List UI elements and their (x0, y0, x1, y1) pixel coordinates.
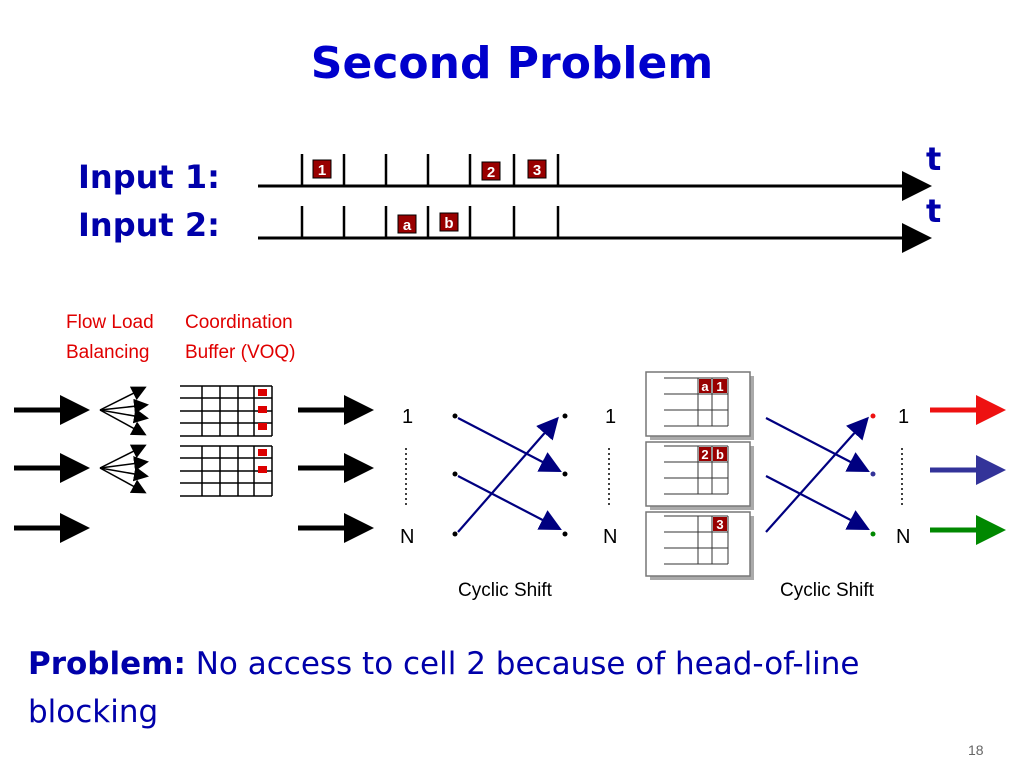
middle-buffer: 2 b (645, 441, 754, 510)
cell-label: 1 (318, 162, 326, 179)
port-label-first: 1 (402, 406, 414, 428)
coord-line-1: Coordination (185, 312, 293, 333)
cell-label: 1 (716, 379, 723, 394)
cell-label: a (701, 379, 709, 394)
problem-statement: Problem: No access to cell 2 because of … (28, 640, 988, 736)
input-1-label: Input 1: (78, 158, 220, 196)
middle-buffer: a 1 (645, 371, 754, 440)
cell-label: 3 (716, 517, 723, 532)
load-balancer-fan (99, 444, 149, 494)
cyclic-shift-mesh-1 (457, 416, 562, 533)
middle-buffer: 3 (645, 511, 754, 580)
input-1-cell: 2 (481, 161, 501, 181)
cell-label: b (716, 447, 724, 462)
port-label-first: 1 (605, 406, 617, 428)
cell-label: b (444, 215, 453, 232)
load-balancer-fan (99, 386, 149, 436)
page-title: Second Problem (310, 38, 714, 89)
cyclic-shift-label-1: Cyclic Shift (458, 580, 552, 601)
input-2-slot-ticks (300, 206, 560, 238)
port-dots (452, 413, 568, 537)
cell-label: 2 (701, 447, 708, 462)
port-label-first: 1 (898, 406, 910, 428)
coord-line-2: Buffer (VOQ) (185, 342, 296, 363)
cyclic-shift-mesh-2 (765, 416, 870, 533)
coordination-buffer-label: Coordination Buffer (VOQ) (185, 308, 296, 368)
cell-label: a (403, 217, 412, 234)
problem-lead: Problem: (28, 646, 186, 682)
time-label-1: t (926, 140, 942, 178)
cell-label: 2 (487, 164, 495, 181)
cell-label: 3 (533, 162, 541, 179)
input-2-label: Input 2: (78, 206, 220, 244)
port-label-last: N (400, 526, 415, 548)
input-1-cell: 3 (527, 159, 547, 179)
voq-buffer (180, 445, 273, 497)
page-number: 18 (968, 742, 984, 758)
flow-load-balancing-label: Flow Load Balancing (66, 308, 154, 368)
flow-load-line-2: Balancing (66, 342, 150, 363)
input-1-slot-ticks (300, 154, 560, 186)
problem-text: No access to cell 2 because of head-of-l… (28, 646, 860, 730)
cyclic-shift-label-2: Cyclic Shift (780, 580, 874, 601)
input-1-cell: 1 (312, 159, 332, 179)
flow-load-line-1: Flow Load (66, 312, 154, 333)
voq-buffer (180, 385, 273, 437)
input-2-cell: a (397, 214, 417, 234)
time-label-2: t (926, 192, 942, 230)
port-label-last: N (603, 526, 618, 548)
input-2-cell: b (439, 212, 459, 232)
port-label-last: N (896, 526, 911, 548)
port-dots (870, 413, 876, 537)
